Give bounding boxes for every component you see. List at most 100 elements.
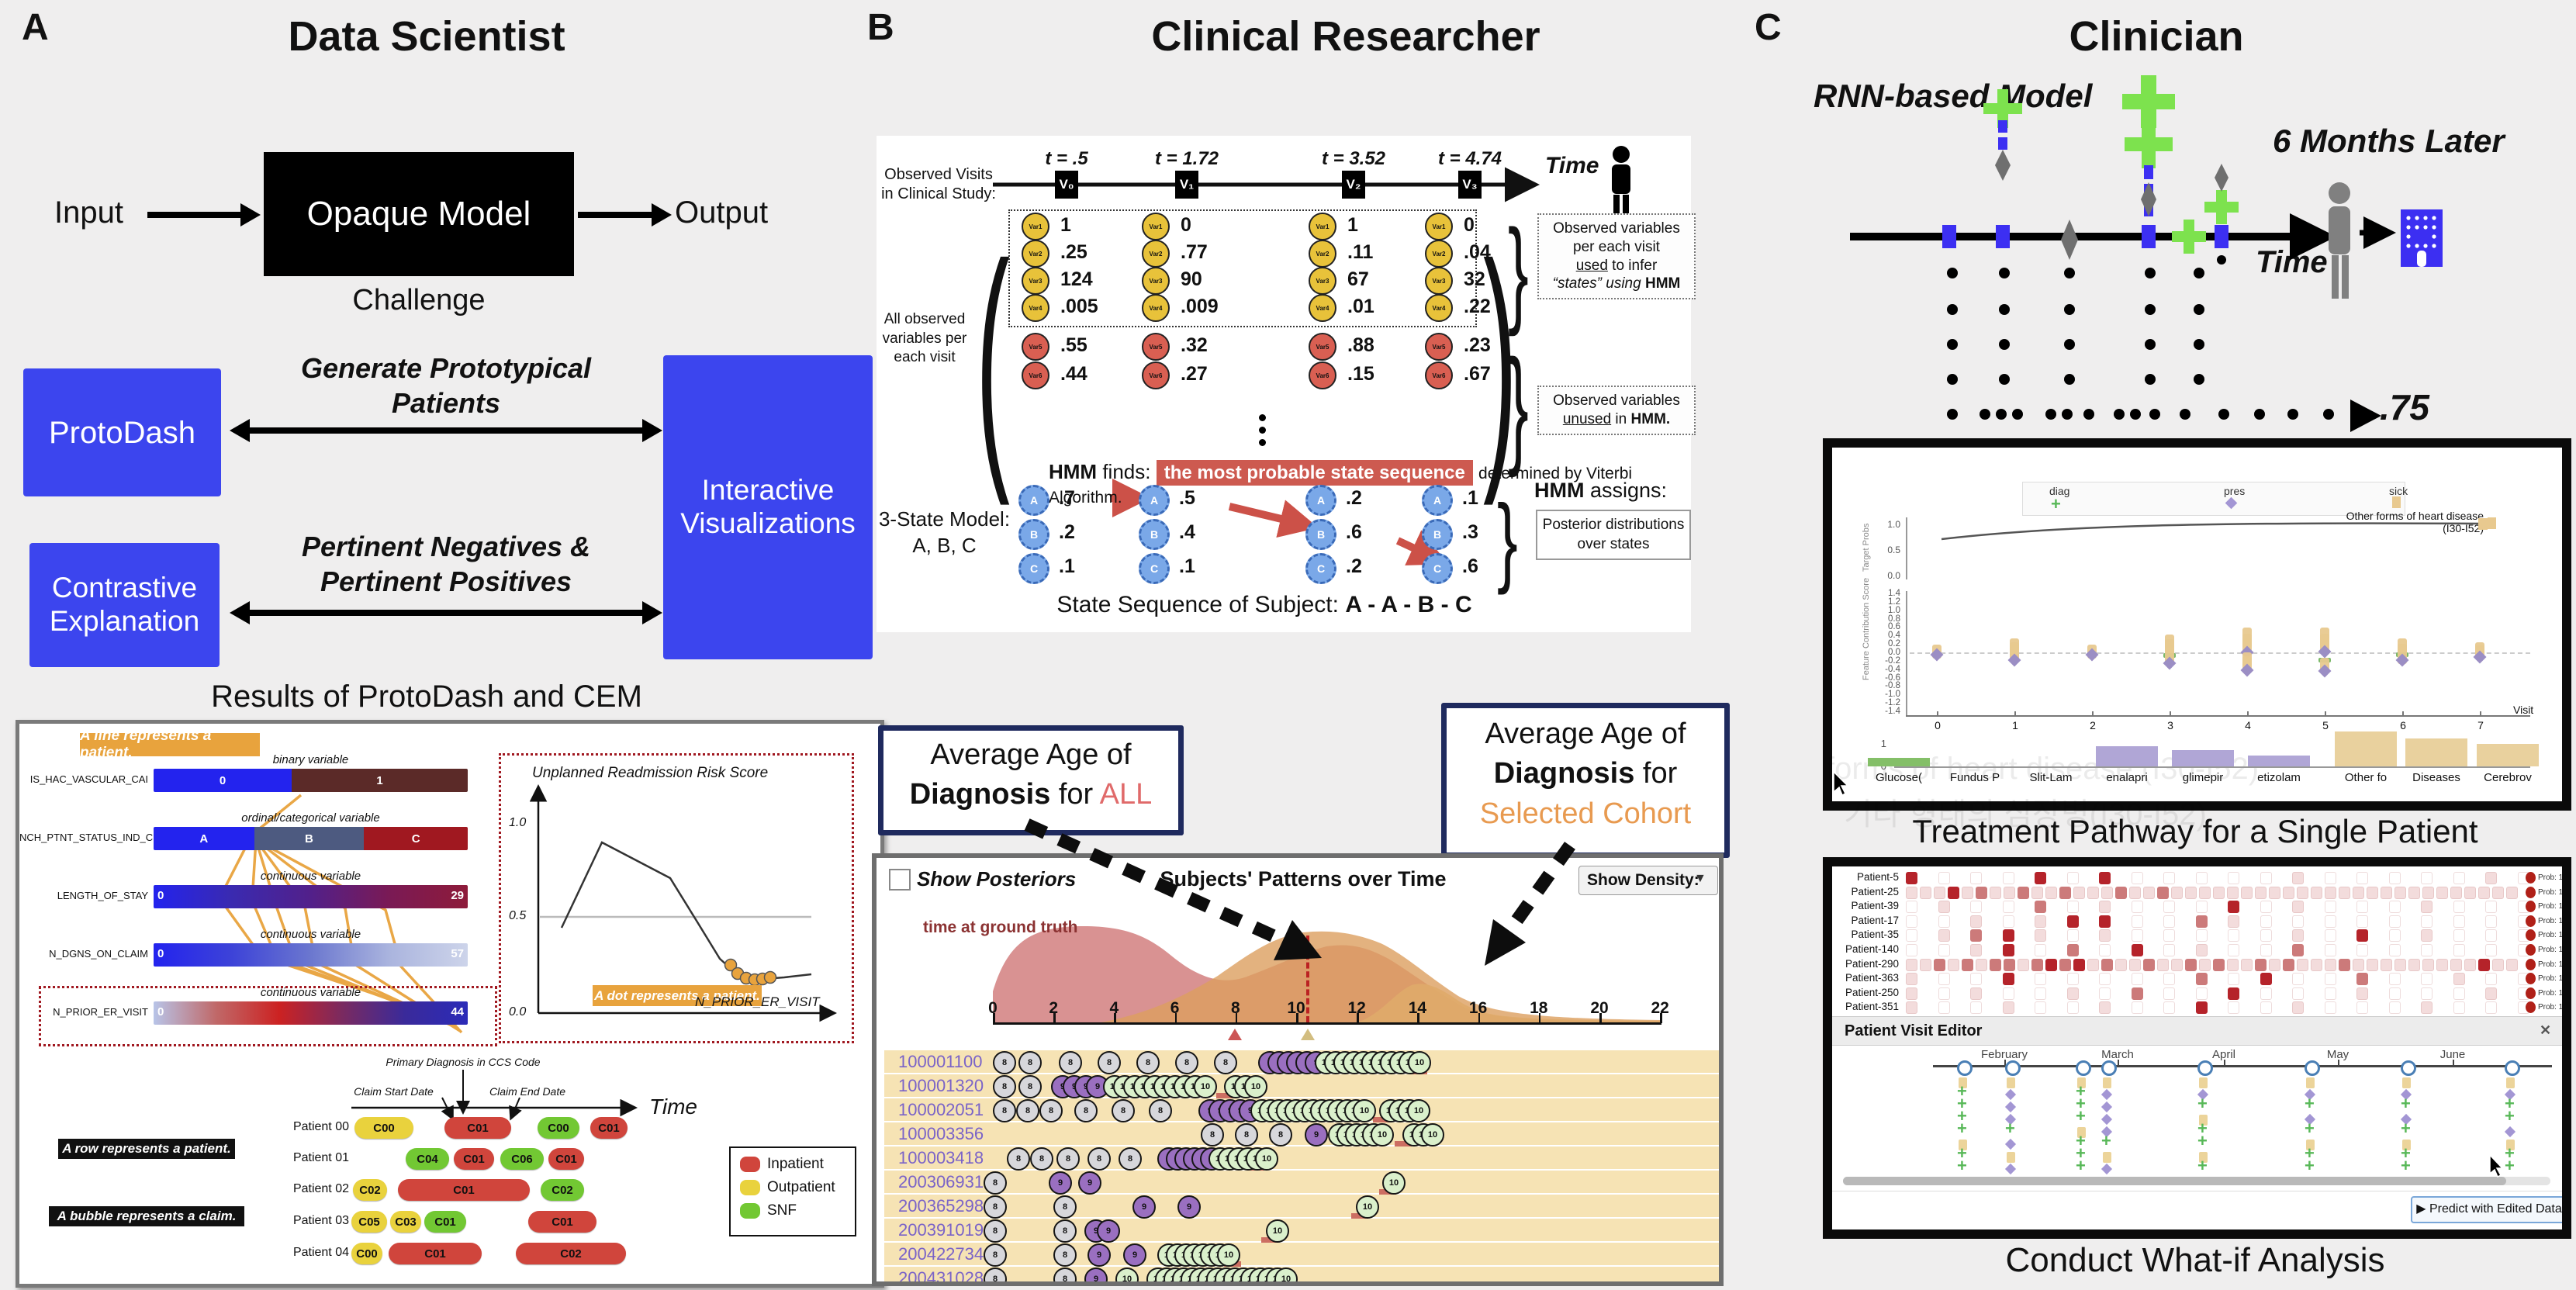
heat-cell[interactable] [2269, 886, 2280, 899]
heat-cell[interactable] [2356, 929, 2368, 942]
heat-cell[interactable] [2035, 973, 2046, 986]
visit-marker[interactable] [2005, 1060, 2021, 1076]
heat-cell[interactable] [1938, 1001, 1950, 1015]
heat-cell[interactable] [2035, 987, 2046, 1000]
heat-cell[interactable] [2388, 987, 2401, 1000]
heat-cell[interactable] [2031, 886, 2043, 899]
heat-cell[interactable] [2002, 929, 2014, 942]
editor-diag-glyph[interactable]: + [2076, 1131, 2086, 1150]
heat-cell[interactable] [2269, 958, 2280, 971]
heat-cell[interactable] [2388, 1001, 2401, 1015]
visit-marker[interactable] [2076, 1060, 2091, 1076]
editor-diag-glyph[interactable]: + [2076, 1094, 2086, 1113]
heat-cell[interactable] [2195, 987, 2208, 1000]
editor-diag-glyph[interactable]: + [2197, 1131, 2208, 1150]
predict-button[interactable]: ▶ Predict with Edited Data [2411, 1196, 2562, 1223]
editor-diag-glyph[interactable]: + [2101, 1131, 2111, 1150]
heat-cell[interactable] [2325, 958, 2336, 971]
heat-cell[interactable] [2453, 915, 2465, 928]
heat-cell[interactable] [2195, 973, 2208, 986]
heat-cell[interactable] [2453, 987, 2465, 1000]
editor-diag-glyph[interactable]: + [2076, 1106, 2086, 1126]
heat-cell[interactable] [2035, 872, 2046, 884]
heat-cell[interactable] [2131, 872, 2143, 884]
heat-cell[interactable] [2453, 944, 2465, 956]
heat-cell[interactable] [1906, 872, 1917, 884]
heat-cell[interactable] [2099, 901, 2111, 914]
heat-cell[interactable] [2339, 958, 2350, 971]
heat-cell[interactable] [2478, 886, 2490, 899]
heat-cell[interactable] [2324, 915, 2336, 928]
show-density-dropdown[interactable]: Show Density: ▼ [1578, 866, 1718, 895]
heat-cell[interactable] [2045, 958, 2057, 971]
heat-cell[interactable] [1970, 901, 1982, 914]
editor-sick-glyph[interactable] [2306, 1140, 2315, 1150]
subject-row[interactable] [884, 1219, 1719, 1241]
heat-cell[interactable] [2292, 1001, 2304, 1015]
heat-cell[interactable] [2292, 872, 2304, 884]
heat-cell[interactable] [2163, 944, 2175, 956]
heat-cell[interactable] [2195, 1001, 2208, 1015]
heat-cell[interactable] [2297, 958, 2308, 971]
heat-cell[interactable] [2129, 886, 2141, 899]
heat-cell[interactable] [2002, 973, 2014, 986]
editor-pres-glyph[interactable] [2101, 1101, 2113, 1113]
heat-cell[interactable] [2506, 958, 2518, 971]
heat-cell[interactable] [2059, 886, 2071, 899]
editor-pres-glyph[interactable] [2004, 1163, 2017, 1175]
editor-diag-glyph[interactable]: + [1957, 1119, 1967, 1138]
editor-sick-glyph[interactable] [2103, 1077, 2111, 1088]
editor-diag-glyph[interactable]: + [1957, 1143, 1967, 1163]
heat-cell[interactable] [2388, 872, 2401, 884]
heat-cell[interactable] [2311, 958, 2322, 971]
heat-cell[interactable] [2195, 929, 2208, 942]
editor-scrollbar-track[interactable] [1843, 1177, 2550, 1185]
show-posteriors-checkbox[interactable] [889, 869, 911, 891]
heat-cell[interactable] [1970, 872, 1982, 884]
visit-marker[interactable] [2101, 1060, 2117, 1076]
heat-cell[interactable] [2171, 886, 2183, 899]
heat-cell[interactable] [2292, 901, 2304, 914]
heat-cell[interactable] [1970, 929, 1982, 942]
editor-pres-glyph[interactable] [2004, 1088, 2017, 1101]
heat-cell[interactable] [2241, 958, 2253, 971]
editor-diag-glyph[interactable]: + [1957, 1081, 1967, 1101]
editor-sick-glyph[interactable] [2402, 1077, 2411, 1088]
subject-row[interactable] [884, 1195, 1719, 1217]
heat-cell[interactable] [2163, 929, 2175, 942]
heat-cell[interactable] [2035, 915, 2046, 928]
editor-sick-glyph[interactable] [2199, 1152, 2208, 1163]
heat-cell[interactable] [1990, 886, 2001, 899]
heat-cell[interactable] [2388, 915, 2401, 928]
heat-cell[interactable] [1906, 973, 1917, 986]
editor-sick-glyph[interactable] [2402, 1140, 2411, 1150]
editor-pres-glyph[interactable] [2101, 1163, 2113, 1175]
editor-sick-glyph[interactable] [1959, 1077, 1967, 1088]
heat-cell[interactable] [1906, 1001, 1917, 1015]
editor-diag-glyph[interactable]: + [1957, 1106, 1967, 1126]
heat-cell[interactable] [1934, 958, 1945, 971]
heat-cell[interactable] [2163, 872, 2175, 884]
subject-row[interactable] [884, 1267, 1719, 1281]
heat-cell[interactable] [2436, 886, 2448, 899]
heat-cell[interactable] [2381, 886, 2392, 899]
heat-cell[interactable] [2157, 886, 2169, 899]
heat-cell[interactable] [2421, 944, 2433, 956]
editor-sick-glyph[interactable] [2506, 1077, 2515, 1088]
heat-cell[interactable] [2101, 886, 2113, 899]
heat-cell[interactable] [2485, 1001, 2497, 1015]
heat-cell[interactable] [2421, 929, 2433, 942]
heat-cell[interactable] [2143, 958, 2155, 971]
heat-cell[interactable] [2131, 987, 2143, 1000]
heat-cell[interactable] [1934, 886, 1945, 899]
editor-pres-glyph[interactable] [2101, 1113, 2113, 1126]
heat-cell[interactable] [1906, 929, 1917, 942]
heat-cell[interactable] [2453, 929, 2465, 942]
heat-cell[interactable] [2492, 958, 2504, 971]
heat-cell[interactable] [2421, 987, 2433, 1000]
heat-cell[interactable] [2066, 901, 2079, 914]
heat-cell[interactable] [2388, 944, 2401, 956]
heat-cell[interactable] [2450, 958, 2462, 971]
heat-cell[interactable] [2002, 872, 2014, 884]
subject-row[interactable] [884, 1122, 1719, 1145]
